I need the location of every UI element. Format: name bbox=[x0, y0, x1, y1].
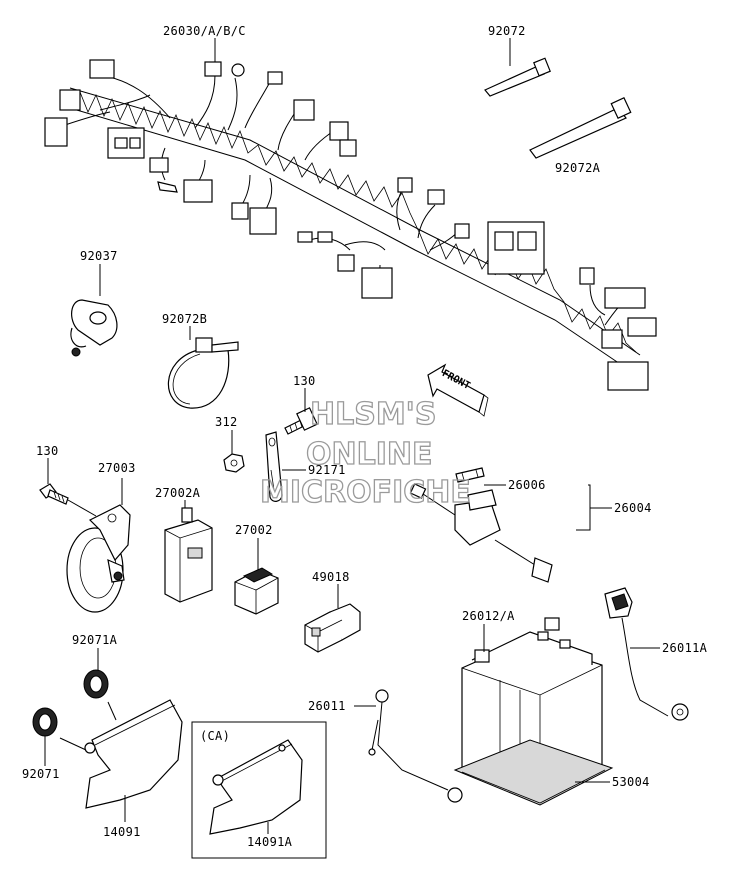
label-grommet: 92071 bbox=[22, 767, 60, 781]
leader-line bbox=[107, 701, 117, 721]
harness-connector bbox=[231, 202, 249, 220]
label-lead: 26011 bbox=[308, 699, 346, 713]
label-cover-a: 14091A bbox=[247, 835, 293, 849]
band-92072[interactable] bbox=[484, 57, 551, 97]
harness-connector bbox=[204, 61, 222, 77]
harness-connector bbox=[293, 99, 315, 121]
label-grommet-a: 92071A bbox=[72, 633, 118, 647]
watermark-line-1: HLSM'S bbox=[310, 397, 436, 432]
leader-line bbox=[67, 499, 97, 517]
label-band-b: 92072B bbox=[162, 312, 207, 326]
label-battery: 26012/A bbox=[462, 609, 515, 623]
label-pad: 53004 bbox=[612, 775, 650, 789]
label-bolt-left: 130 bbox=[36, 444, 59, 458]
label-bracket: 92171 bbox=[308, 463, 346, 477]
label-clamp: 92037 bbox=[80, 249, 118, 263]
harness-connector bbox=[604, 287, 646, 309]
harness-connector bbox=[427, 189, 445, 205]
harness-connector bbox=[627, 317, 657, 337]
bracket-92171[interactable] bbox=[265, 431, 283, 502]
label-bolt-top: 130 bbox=[293, 374, 316, 388]
harness-connector bbox=[89, 59, 115, 79]
connector-49018[interactable] bbox=[304, 603, 361, 653]
watermark: HLSM'S ONLINE MICROFICHE bbox=[259, 396, 471, 510]
watermark-line-2: ONLINE bbox=[306, 437, 433, 472]
label-relay-a: 27002A bbox=[155, 486, 201, 500]
label-cover: 14091 bbox=[103, 825, 141, 839]
harness-connector bbox=[397, 177, 413, 193]
pad-53004[interactable] bbox=[453, 739, 614, 806]
label-fuse: 26006 bbox=[508, 478, 546, 492]
wiring-harness[interactable] bbox=[44, 59, 657, 391]
harness-connector bbox=[454, 223, 470, 239]
label-connector: 49018 bbox=[312, 570, 350, 584]
harness-connector bbox=[149, 157, 169, 173]
band-92072a[interactable] bbox=[529, 96, 632, 159]
harness-connector bbox=[329, 121, 349, 141]
label-fuse-holder: 26004 bbox=[614, 501, 652, 515]
watermark-line-3: MICROFICHE bbox=[260, 475, 471, 510]
label-band-a: 92072A bbox=[555, 161, 601, 175]
leader-line bbox=[59, 737, 87, 751]
cover-14091a[interactable] bbox=[209, 739, 303, 835]
harness-connector bbox=[249, 207, 277, 235]
bolt-130-left[interactable] bbox=[39, 483, 69, 505]
grommet-92071a[interactable] bbox=[83, 669, 109, 699]
label-lead-a: 26011A bbox=[662, 641, 708, 655]
cover-14091[interactable] bbox=[84, 699, 183, 809]
harness-connector bbox=[601, 329, 623, 349]
horn-27003[interactable] bbox=[66, 504, 131, 613]
band-92072b[interactable] bbox=[167, 337, 239, 409]
harness-connector bbox=[59, 89, 81, 111]
bolt-130-top[interactable] bbox=[284, 407, 318, 435]
label-relay: 27002 bbox=[235, 523, 273, 537]
harness-connector bbox=[337, 254, 355, 272]
lead-26011[interactable] bbox=[368, 689, 463, 803]
relay-27002a[interactable] bbox=[164, 507, 213, 603]
lead-26011a[interactable] bbox=[604, 587, 689, 721]
clamp-92037[interactable] bbox=[70, 299, 118, 357]
grommet-92071[interactable] bbox=[32, 707, 58, 737]
fuse-holder-26004[interactable] bbox=[409, 483, 553, 583]
label-nut: 312 bbox=[215, 415, 238, 429]
nut-312[interactable] bbox=[223, 453, 245, 473]
harness-connector bbox=[339, 139, 357, 157]
front-arrow: FRONT bbox=[427, 363, 489, 417]
label-band: 92072 bbox=[488, 24, 526, 38]
leader-line bbox=[576, 484, 612, 531]
harness-connector bbox=[607, 361, 649, 391]
harness-connector bbox=[44, 117, 68, 147]
label-horn: 27003 bbox=[98, 461, 136, 475]
label-harness: 26030/A/B/C bbox=[163, 24, 246, 38]
label-ca: (CA) bbox=[200, 729, 230, 743]
ca-variant-box bbox=[191, 721, 327, 859]
harness-connector bbox=[361, 267, 393, 299]
harness-connector bbox=[267, 71, 283, 85]
harness-connector bbox=[183, 179, 213, 203]
fuse-26006[interactable] bbox=[455, 467, 485, 483]
relay-27002[interactable] bbox=[234, 567, 279, 615]
